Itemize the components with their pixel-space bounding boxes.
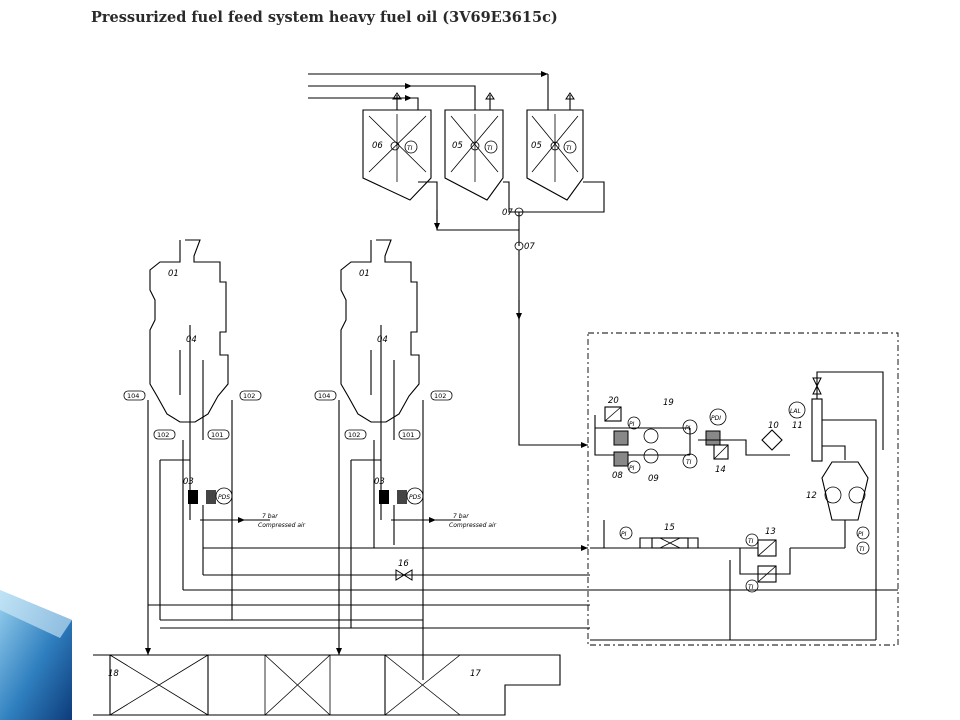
unit-12-label: 12 (806, 491, 817, 501)
return-lines: 16 (148, 545, 590, 629)
engine-left-label: 01 (168, 269, 179, 279)
engine-left-pds: PDS (218, 494, 230, 501)
engine-left-pipe-in: 104 (127, 392, 139, 400)
engine-left-valve-label: 03 (183, 477, 194, 487)
unit-pi-1: PI (629, 421, 635, 428)
slide-accent-shape (0, 590, 72, 720)
unit-ti-3: TI (748, 538, 754, 545)
circulating-pumps: 12 (806, 461, 869, 521)
unit-14-label: 14 (715, 465, 726, 475)
engine-left-air-pressure: 7 bar (262, 513, 278, 520)
bottom-tanks: 18 17 (93, 640, 561, 716)
bypass-15: 15 (590, 523, 740, 549)
unit-19-label: 19 (663, 398, 674, 408)
tank-18-label: 18 (108, 669, 119, 679)
unit-ti-1: TI (686, 459, 692, 466)
tank-17-label: 17 (470, 669, 481, 679)
tank-05a: TI 05 (444, 92, 504, 201)
engine-left-port-a: 102 (157, 431, 169, 439)
engine-left-port-b: 101 (211, 431, 223, 439)
tank-06-label: 06 (372, 141, 383, 151)
heaters-13: 13 TI TI (739, 527, 791, 593)
unit-10-label: 10 (768, 421, 779, 431)
page-title: Pressurized fuel feed system heavy fuel … (91, 9, 558, 26)
unit-15-label: 15 (664, 523, 675, 533)
engine-right-pipe-out: 102 (434, 392, 446, 400)
unit-pi-4: PI (858, 531, 864, 538)
booster-unit: 20 19 PI PI 08 09 PI TI PDI 14 10 11 LAL (540, 332, 899, 646)
valve-07a-label: 07 (502, 208, 513, 218)
unit-13-label: 13 (765, 527, 776, 537)
engine-left-vent-label: 04 (186, 335, 197, 345)
unit-pi-5: PI (621, 531, 627, 538)
engine-right-air-pressure: 7 bar (453, 513, 469, 520)
tank-05a-instrument: TI (487, 145, 493, 152)
valve-16-label: 16 (398, 559, 409, 569)
unit-09-label: 09 (648, 474, 659, 484)
engine-right-vent-label: 04 (377, 335, 388, 345)
engine-right-port-a: 102 (348, 431, 360, 439)
engine-right-pds: PDS (409, 494, 421, 501)
unit-08-label: 08 (612, 471, 623, 481)
unit-pi-3: PI (685, 425, 691, 432)
tank-05b-instrument: TI (566, 145, 572, 152)
engine-right-port-b: 101 (402, 431, 414, 439)
tank-05a-label: 05 (452, 141, 463, 151)
engine-right-pipe-in: 104 (318, 392, 330, 400)
engine-right-valve-label: 03 (374, 477, 385, 487)
tank-05b: TI 05 (526, 92, 584, 201)
engine-right: 01 04 104 102 102 101 PDS 03 7 bar Compr… (314, 239, 497, 660)
engine-left-air-label: Compressed air (258, 522, 306, 529)
tank-05b-label: 05 (531, 141, 542, 151)
unit-lal: LAL (790, 408, 801, 415)
unit-ti-4: TI (748, 584, 754, 591)
engine-left: 01 04 104 102 102 101 PDS 03 7 bar Compr… (123, 239, 306, 640)
tank-group: TI 06 TI 05 TI 05 0 (308, 71, 605, 448)
tank-06-instrument: TI (407, 145, 413, 152)
unit-11-label: 11 (792, 421, 803, 431)
tank-06: TI 06 (362, 92, 432, 201)
engine-right-label: 01 (359, 269, 370, 279)
unit-ti-2: TI (859, 546, 865, 553)
engine-right-air-label: Compressed air (449, 522, 497, 529)
engine-left-pipe-out: 102 (243, 392, 255, 400)
unit-pdi: PDI (711, 415, 721, 422)
valve-07b-label: 07 (524, 242, 535, 252)
unit-pi-2: PI (629, 465, 635, 472)
unit-20-label: 20 (608, 396, 619, 406)
